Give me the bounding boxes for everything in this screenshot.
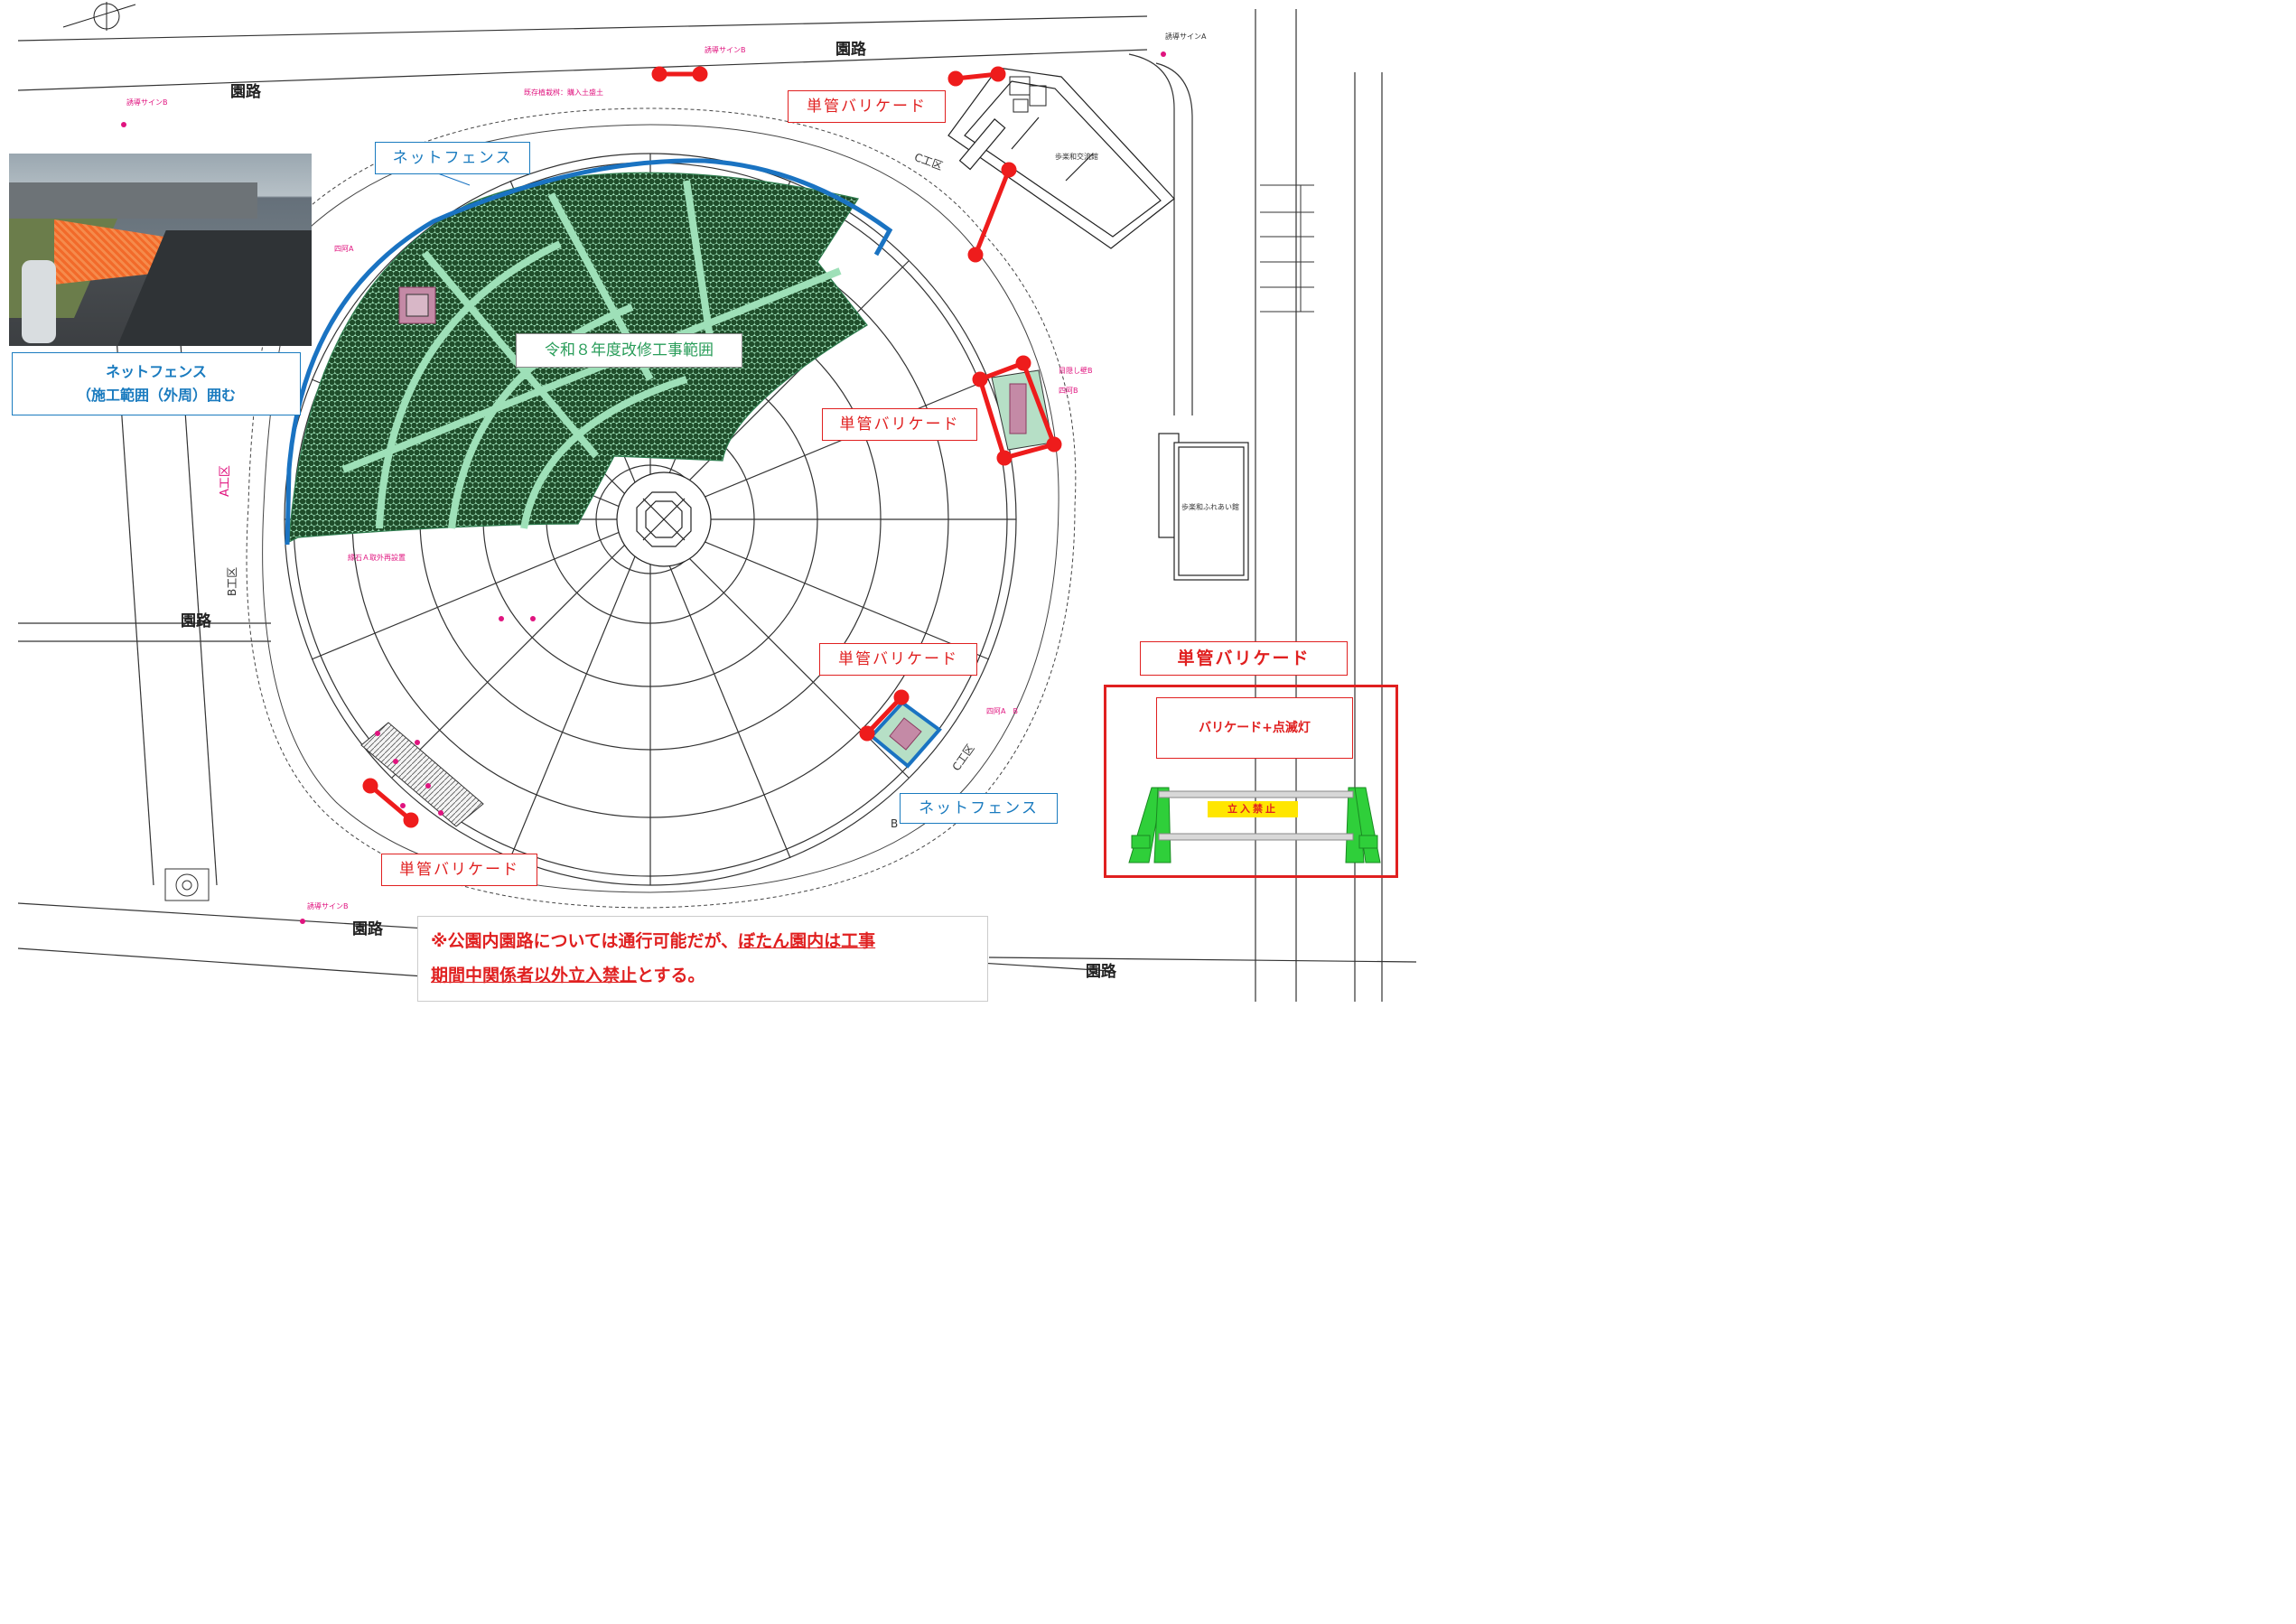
azumaya-a-label: 四阿A [334, 245, 354, 253]
road-label-bottom: 園路 [352, 920, 383, 938]
net-fence-label-bottom: ネットフェンス [900, 793, 1058, 824]
net-fence-label-top: ネットフェンス [375, 142, 530, 174]
photo-barrier [22, 260, 56, 343]
barricade-label-lower-right: 単管バリケード [819, 643, 977, 676]
zone-b2-label: B [891, 817, 899, 830]
north-arrow-icon [62, 2, 136, 31]
parking [1260, 184, 1314, 313]
barricade-lines [362, 66, 1062, 828]
road-label-top-left: 園路 [230, 83, 261, 101]
notice-suffix: とする。 [637, 966, 705, 985]
barricade-label-top: 単管バリケード [788, 90, 946, 123]
legend-box [1104, 685, 1398, 878]
fureaikan-label: 歩楽和ふれあい館 [1181, 503, 1239, 511]
road-label-bottom-right: 園路 [1086, 963, 1116, 981]
legend-inner-label: バリケード+点滅灯 [1156, 697, 1353, 759]
sign-b-label-top: 誘導サインB [705, 46, 746, 54]
zone-b-label: B工区 [226, 566, 238, 596]
works-area-label: 令和８年度改修工事範囲 [516, 333, 742, 368]
curb-label: 縁石Ａ取外再設置 [348, 554, 406, 562]
net-fence-note-line1: ネットフェンス [106, 363, 207, 380]
sign-markers [121, 51, 1166, 924]
notice-underline-2: 期間中関係者以外立入禁止 [431, 966, 638, 985]
net-fence-note: ネットフェンス （施工範囲（外周）囲む [12, 352, 301, 415]
screen-wall-label: 目隠し壁B [1059, 367, 1093, 375]
notice-box: ※公園内園路については通行可能だが、ぼたん園内は工事 期間中関係者以外立入禁止と… [417, 916, 988, 1002]
azumaya-ab-label: 四阿A B [986, 707, 1018, 715]
road-label-top: 園路 [835, 41, 866, 59]
koryukan-details [1009, 76, 1047, 113]
park-site-plan: ネットフェンス （施工範囲（外周）囲む 園路 園路 園路 園路 園路 単管バリケ… [0, 0, 1416, 1002]
legend-title: 単管バリケード [1140, 641, 1348, 676]
net-fence-note-line2: （施工範囲（外周）囲む [76, 387, 236, 404]
barricade-label-right: 単管バリケード [822, 408, 977, 441]
barricade-label-bottom: 単管バリケード [381, 854, 537, 886]
shelter-dots [375, 731, 443, 816]
shelter-sw [360, 722, 484, 827]
photo-wall [9, 182, 257, 219]
net-fence-line [285, 158, 893, 546]
azumaya-a [398, 286, 436, 324]
net-fence-photo [9, 154, 312, 346]
fureaikan-building [1158, 433, 1249, 581]
existing-trees-label: 既存植栽桝：購入土盛土 [524, 89, 603, 97]
center-monument [616, 471, 712, 567]
koryukan-building [947, 67, 1175, 249]
zone-a-label: A工区 [219, 465, 232, 497]
azumaya-b-label: 四阿B [1059, 387, 1078, 395]
notice-prefix: ※公園内園路については通行可能だが、 [431, 931, 739, 951]
no-entry-sign: 立入禁止 [1208, 801, 1298, 817]
sign-a-label: 誘導サインA [1165, 33, 1207, 41]
road-label-left: 園路 [181, 612, 211, 630]
manhole [164, 868, 210, 901]
sign-b-label-bottom: 誘導サインB [307, 902, 349, 910]
sign-b-label-left: 誘導サインB [126, 98, 168, 107]
barricade-illustration-icon [1128, 787, 1381, 863]
notice-underline-1: ぼたん園内は工事 [738, 931, 876, 951]
koryukan-label: 歩楽和交流館 [1055, 153, 1098, 161]
works-area-paths [341, 180, 842, 529]
